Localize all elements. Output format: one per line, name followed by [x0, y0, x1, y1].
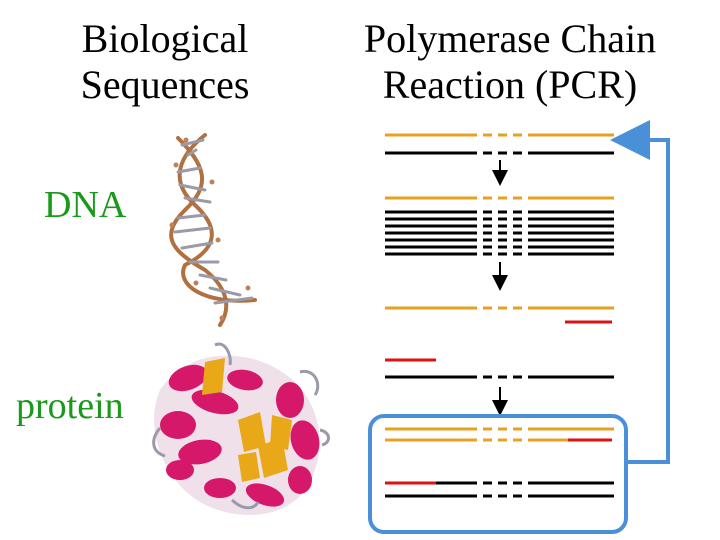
pcr-result-box: [368, 414, 628, 534]
pcr-template-dna: [385, 133, 614, 155]
pcr-primer-annealing: [385, 306, 614, 379]
pcr-title-line1: Polymerase Chain: [363, 16, 657, 61]
pcr-amplified-strands: [385, 196, 614, 256]
protein-label: protein: [16, 385, 124, 427]
dna-label: DNA: [44, 184, 127, 226]
biological-sequences-title-line1: Biological: [81, 16, 249, 61]
cycle-loop-arrow: [610, 120, 670, 464]
protein-ribbon-structure-icon: [152, 342, 330, 515]
pcr-extended-strands: [385, 427, 614, 498]
biological-sequences-title-line2: Sequences: [80, 62, 250, 107]
dna-double-helix-icon: [169, 133, 257, 327]
pcr-title-line2: Reaction (PCR): [382, 62, 638, 107]
biological-sequences-title: Biological Sequences: [40, 16, 290, 108]
pcr-title: Polymerase Chain Reaction (PCR): [330, 16, 690, 108]
